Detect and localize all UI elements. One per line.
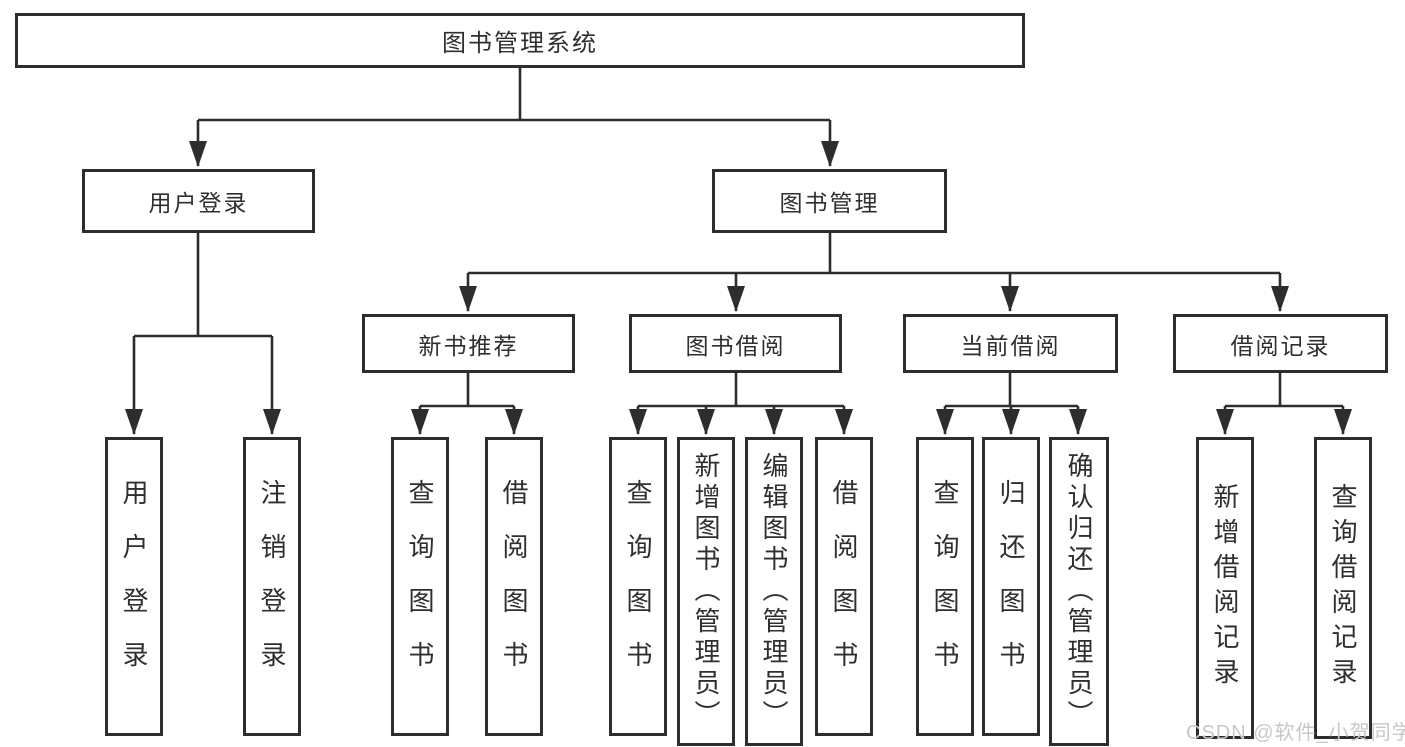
- connector-book-borrow-children: [629, 373, 853, 435]
- leaf-cb-confirm-return-admin: 确认归还（管理员）: [1049, 437, 1109, 746]
- connector-user-login-children: [125, 233, 281, 435]
- connector-root-to-level2: [189, 68, 839, 167]
- leaf-logout: 注销登录: [243, 437, 301, 736]
- leaf-br-query-record-label: 查询借阅记录: [1328, 483, 1358, 693]
- leaf-bb-borrow-book-label: 借阅图书: [829, 478, 859, 695]
- node-current-borrow-label: 当前借阅: [960, 332, 1061, 359]
- leaf-logout-label: 注销登录: [257, 478, 287, 695]
- connector-book-management-children: [459, 233, 1289, 312]
- node-user-login-label: 用户登录: [148, 190, 249, 216]
- leaf-nbr-borrow-book: 借阅图书: [485, 437, 543, 736]
- leaf-bb-query-book: 查询图书: [609, 437, 667, 736]
- node-user-login: 用户登录: [82, 169, 315, 233]
- connector-current-borrow-children: [936, 373, 1087, 435]
- leaf-bb-borrow-book: 借阅图书: [815, 437, 873, 736]
- leaf-nbr-query-book: 查询图书: [391, 437, 449, 736]
- connector-new-book-recommend-children: [411, 373, 523, 435]
- node-book-borrow: 图书借阅: [629, 314, 842, 373]
- leaf-cb-return-book: 归还图书: [982, 437, 1040, 736]
- connector-borrow-records-children: [1216, 373, 1352, 435]
- node-root-label: 图书管理系统: [442, 30, 598, 57]
- node-book-borrow-label: 图书借阅: [685, 332, 786, 359]
- node-book-management-label: 图书管理: [779, 190, 880, 216]
- node-borrow-records: 借阅记录: [1173, 314, 1388, 373]
- node-borrow-records-label: 借阅记录: [1230, 332, 1331, 359]
- leaf-bb-query-book-label: 查询图书: [623, 478, 653, 695]
- leaf-cb-return-book-label: 归还图书: [996, 478, 1026, 695]
- leaf-cb-confirm-return-admin-label: 确认归还（管理员）: [1064, 452, 1094, 731]
- leaf-bb-edit-book-admin: 编辑图书（管理员）: [745, 437, 803, 746]
- node-new-book-recommend: 新书推荐: [362, 314, 575, 373]
- csdn-watermark-text: CSDN @软件_小贺同学: [1186, 722, 1405, 744]
- node-current-borrow: 当前借阅: [903, 314, 1118, 373]
- leaf-bb-add-book-admin-label: 新增图书（管理员）: [691, 452, 721, 731]
- leaf-bb-edit-book-admin-label: 编辑图书（管理员）: [759, 452, 789, 731]
- node-new-book-recommend-label: 新书推荐: [418, 332, 519, 359]
- leaf-nbr-query-book-label: 查询图书: [405, 478, 435, 695]
- leaf-br-add-record: 新增借阅记录: [1196, 437, 1254, 739]
- leaf-cb-query-book-label: 查询图书: [930, 478, 960, 695]
- leaf-cb-query-book: 查询图书: [916, 437, 974, 736]
- leaf-user-login: 用户登录: [105, 437, 163, 736]
- node-book-management: 图书管理: [712, 169, 947, 233]
- leaf-br-add-record-label: 新增借阅记录: [1210, 483, 1240, 693]
- leaf-bb-add-book-admin: 新增图书（管理员）: [677, 437, 735, 746]
- leaf-nbr-borrow-book-label: 借阅图书: [499, 478, 529, 695]
- node-root: 图书管理系统: [15, 13, 1025, 68]
- leaf-user-login-label: 用户登录: [119, 478, 149, 695]
- leaf-br-query-record: 查询借阅记录: [1314, 437, 1372, 739]
- csdn-watermark: CSDN @软件_小贺同学: [1186, 716, 1405, 745]
